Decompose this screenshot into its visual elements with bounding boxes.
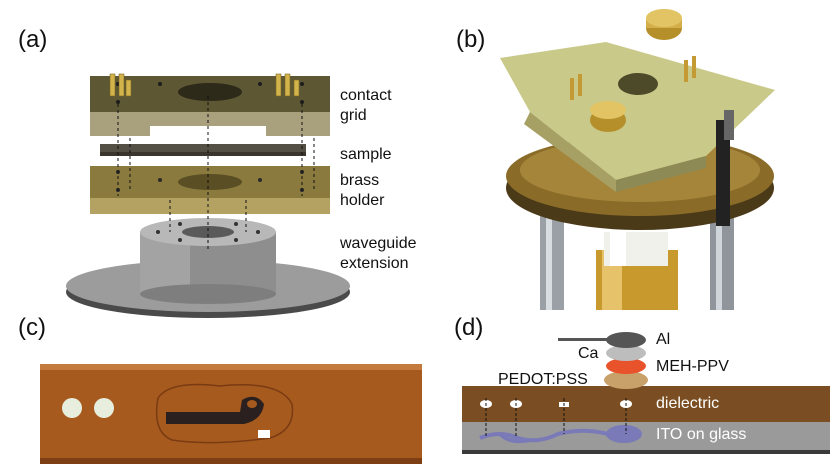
label-sample: sample: [340, 146, 392, 163]
label-brass: brass: [340, 172, 380, 189]
alignment-lines: [117, 96, 315, 250]
contact-pins: [109, 73, 300, 97]
ito-traces: [479, 428, 628, 444]
panel-a: (a): [0, 0, 420, 320]
device-stack-diagram: [462, 332, 830, 454]
contact-pad: [62, 398, 82, 418]
label-grid: grid: [340, 107, 367, 124]
label-ca: Ca: [578, 345, 599, 362]
panel-label-d: (d): [454, 314, 484, 341]
contact-pad: [94, 398, 114, 418]
glass-layer: [462, 422, 830, 452]
label-holder: holder: [340, 192, 385, 209]
panel-label-a: (a): [18, 26, 48, 53]
label-ito: ITO on glass: [656, 426, 747, 443]
label-waveguide: waveguide: [340, 235, 417, 252]
al-layer: [606, 332, 646, 348]
panel-label-b: (b): [456, 26, 486, 53]
label-extension: extension: [340, 255, 409, 272]
panel-c: (c): [0, 314, 440, 472]
panel-d: (d) Al Ca MEH-PPV PEDOT:PSS dielect: [440, 314, 830, 472]
label-meh-ppv: MEH-PPV: [656, 358, 729, 375]
meh-ppv-layer: [606, 358, 646, 374]
al-lead: [558, 338, 610, 341]
pedot-layer: [604, 371, 648, 389]
dielectric-layer: [462, 386, 830, 422]
ca-layer: [606, 345, 646, 361]
setup-photo: [500, 9, 775, 310]
ito-pad: [606, 425, 642, 443]
sample-photo: [40, 364, 422, 464]
device-outline: [155, 383, 294, 444]
label-pedot: PEDOT:PSS: [498, 371, 588, 388]
label-dielectric: dielectric: [656, 395, 720, 412]
exploded-assembly-drawing: [66, 73, 350, 318]
label-contact: contact: [340, 87, 392, 104]
label-al: Al: [656, 331, 671, 348]
panel-b: (b): [420, 0, 830, 320]
panel-label-c: (c): [18, 314, 46, 341]
electrode-trace: [166, 396, 264, 424]
